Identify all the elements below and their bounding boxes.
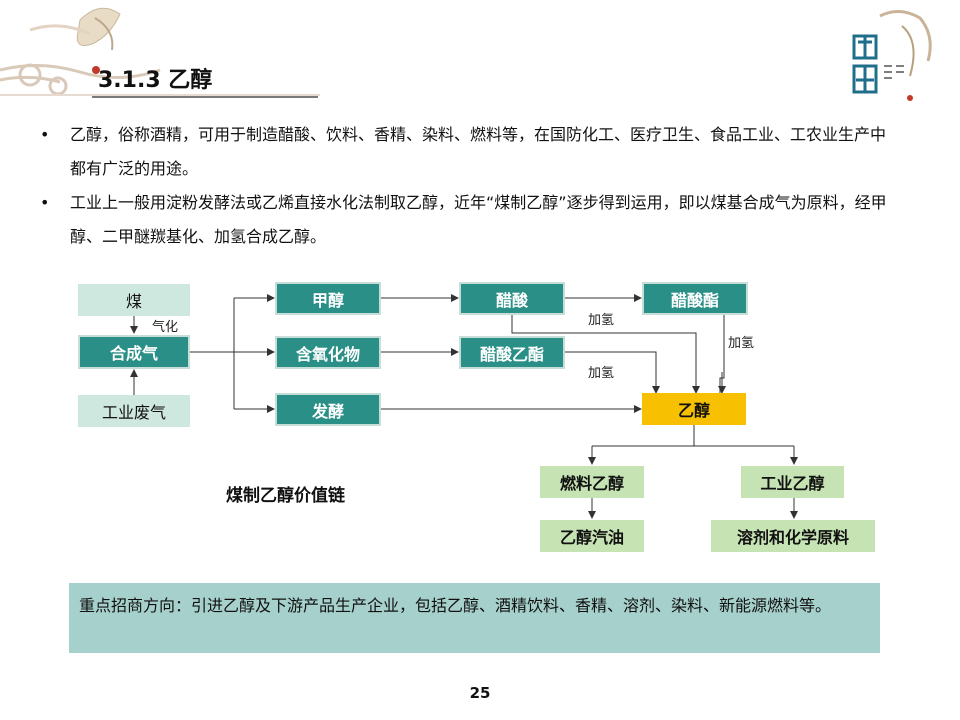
bullet-text: 乙醇，俗称酒精，可用于制造醋酸、饮料、香精、染料、燃料等，在国防化工、医疗卫生、…: [70, 125, 887, 178]
bullet-dot: •: [40, 193, 50, 212]
label-gasification: 气化: [152, 320, 179, 335]
decorative-cloud-ornament: [0, 7, 320, 96]
investment-focus-note: 重点招商方向：引进乙醇及下游产品生产企业，包括乙醇、酒精饮料、香精、溶剂、染料、…: [69, 583, 880, 653]
bullet-ethanol-production: • 工业上一般用淀粉发酵法或乙烯直接水化法制取乙醇，近年“煤制乙醇”逐步得到运用…: [40, 186, 900, 254]
node-fuel-ethanol: 燃料乙醇: [540, 466, 644, 498]
node-ethanol: 乙醇: [642, 393, 746, 425]
node-syngas: 合成气: [78, 335, 190, 369]
bullet-dot: •: [40, 125, 50, 144]
page-title: 3.1.3 乙醇: [98, 68, 213, 93]
page-number: 25: [469, 684, 491, 702]
node-acetate-ester: 醋酸酯: [642, 282, 748, 315]
bullet-ethanol-uses: • 乙醇，俗称酒精，可用于制造醋酸、饮料、香精、染料、燃料等，在国防化工、医疗卫…: [40, 118, 900, 186]
node-ethanol-gasoline: 乙醇汽油: [540, 520, 644, 552]
label-hydrogenation: 加氢: [588, 313, 615, 328]
label-hydrogenation: 加氢: [728, 336, 755, 351]
node-ethyl-acetate: 醋酸乙酯: [459, 336, 565, 369]
node-fermentation: 发酵: [275, 393, 381, 426]
node-oxygenates: 含氧化物: [275, 336, 381, 369]
title-underline: [92, 96, 318, 98]
diagram-caption: 煤制乙醇价值链: [226, 486, 345, 506]
bullet-text: 工业上一般用淀粉发酵法或乙烯直接水化法制取乙醇，近年“煤制乙醇”逐步得到运用，即…: [70, 193, 887, 246]
node-industrial-ethanol: 工业乙醇: [741, 466, 844, 498]
label-hydrogenation: 加氢: [588, 366, 615, 381]
node-solvents-chemicals: 溶剂和化学原料: [711, 520, 875, 552]
edge-ethylacetate-ethanol: [564, 351, 660, 394]
node-methanol: 甲醇: [275, 282, 381, 315]
decorative-jiuquan-seal: [852, 10, 932, 101]
edge-acetic-ethanol: [511, 314, 700, 394]
node-industrial-waste-gas: 工业废气: [78, 395, 190, 427]
node-acetic-acid: 醋酸: [459, 282, 565, 315]
node-coal: 煤: [78, 284, 190, 316]
